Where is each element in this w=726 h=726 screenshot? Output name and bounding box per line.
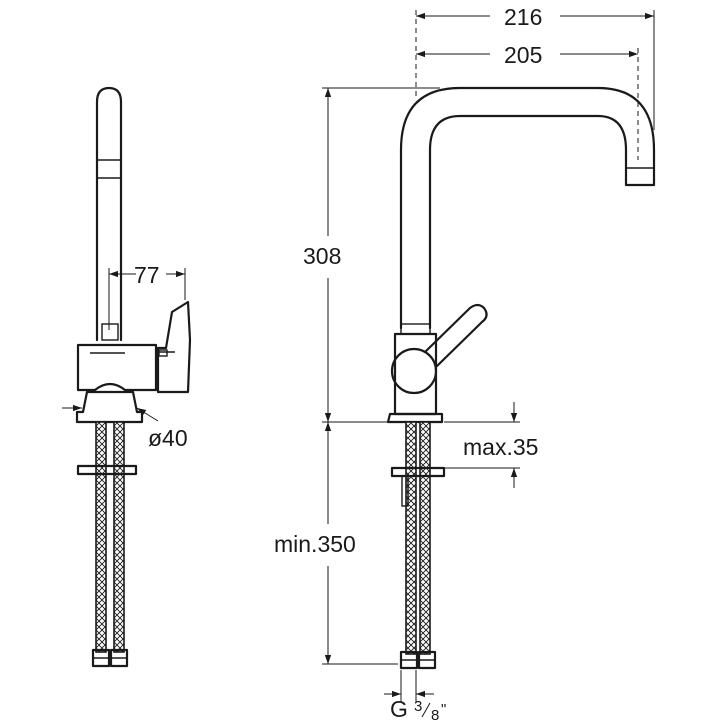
dim-width-total: 216 xyxy=(415,4,655,130)
label-min-hose-length: min.350 xyxy=(274,531,356,557)
dim-max-thickness: max.35 xyxy=(444,402,538,488)
side-hose-left xyxy=(95,421,107,653)
dim-thread: G 3 8 " xyxy=(384,670,446,724)
front-hose-right xyxy=(419,421,431,655)
side-view xyxy=(75,86,192,668)
front-lever-hub xyxy=(390,347,438,395)
label-spout-reach: 205 xyxy=(504,42,542,68)
front-lever xyxy=(423,303,488,368)
front-hose-left xyxy=(405,421,417,655)
dim-height: 308 xyxy=(303,87,440,423)
dim-base-diameter: ø40 xyxy=(62,404,188,451)
dim-min-hose-length: min.350 xyxy=(274,422,398,665)
front-fixing-plate xyxy=(390,466,446,478)
side-spout-tube xyxy=(95,86,123,342)
front-view xyxy=(386,86,656,670)
label-thread-numerator: 3 xyxy=(414,698,422,715)
label-base-diameter: ø40 xyxy=(148,425,188,451)
label-thread-inch: " xyxy=(441,701,446,718)
label-thread-denominator: 8 xyxy=(431,707,439,724)
label-height: 308 xyxy=(303,243,341,269)
front-spout xyxy=(399,86,656,330)
side-lever xyxy=(156,300,192,394)
label-thread-main: G xyxy=(390,696,408,722)
dim-lever-offset: 77 xyxy=(108,262,186,330)
side-base xyxy=(75,390,144,424)
side-hose-right xyxy=(113,421,125,653)
label-width-total: 216 xyxy=(504,4,542,30)
side-fixing-plate xyxy=(76,464,138,476)
side-body xyxy=(76,343,158,392)
front-threaded-rod xyxy=(401,475,409,507)
label-lever-offset: 77 xyxy=(134,262,160,288)
front-base xyxy=(386,412,444,424)
dim-spout-reach: 205 xyxy=(416,42,639,160)
label-max-thickness: max.35 xyxy=(463,434,538,460)
